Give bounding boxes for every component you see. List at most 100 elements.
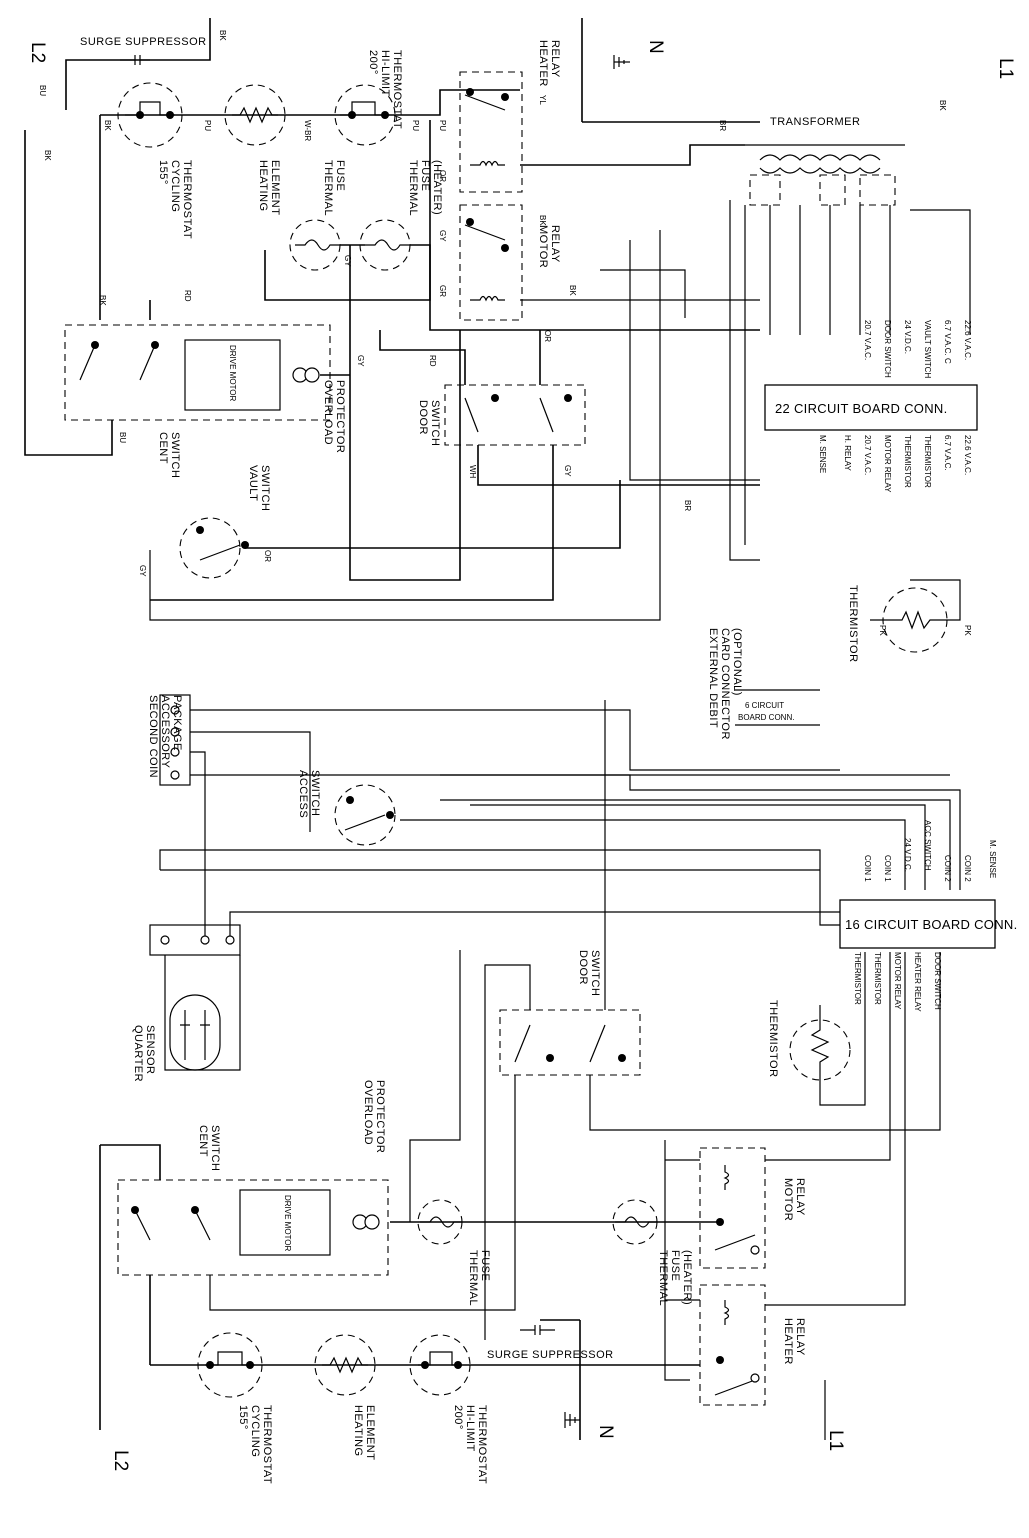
svg-text:THERMISTOR: THERMISTOR bbox=[767, 1000, 779, 1078]
top-thermistor-label: THERMISTOR bbox=[847, 585, 859, 663]
svg-text:BK: BK bbox=[568, 285, 577, 296]
top-hi-limit-thermostat bbox=[334, 84, 396, 146]
top-transformer: TRANSFORMER bbox=[745, 116, 905, 206]
top-motor-relay bbox=[459, 204, 523, 321]
svg-text:PK: PK bbox=[963, 625, 972, 636]
bottom-ground-symbol bbox=[564, 1412, 580, 1428]
svg-text:BR: BR bbox=[718, 120, 727, 131]
top-transformer-label: TRANSFORMER bbox=[770, 116, 860, 128]
bottom-overload-protector: OVERLOAD PROTECTOR bbox=[352, 1080, 386, 1230]
svg-text:(OPTIONAL): (OPTIONAL) bbox=[731, 628, 743, 696]
top-l2-label: L2 bbox=[27, 42, 48, 63]
svg-text:CYCLING: CYCLING bbox=[249, 1405, 261, 1457]
svg-text:COIN 2: COIN 2 bbox=[943, 855, 952, 882]
bottom-access-switch: ACCESS SWITCH bbox=[297, 770, 396, 846]
top-thermal-fuse-heater bbox=[359, 219, 411, 271]
top-heater-circuit bbox=[100, 89, 520, 116]
top-vault-label-1: VAULT bbox=[247, 465, 259, 501]
bottom-board-wiring-left bbox=[159, 849, 840, 940]
top-ground-symbol bbox=[613, 55, 630, 69]
top-cent-switch: CENT SWITCH bbox=[64, 324, 331, 478]
svg-text:MOTOR: MOTOR bbox=[537, 225, 549, 268]
top-relay-bus bbox=[429, 120, 760, 331]
svg-text:FUSE: FUSE bbox=[334, 160, 346, 191]
top-door-label-1: DOOR bbox=[417, 400, 429, 435]
bottom-l2-wire bbox=[99, 1144, 161, 1430]
svg-text:PROTECTOR: PROTECTOR bbox=[374, 1080, 386, 1153]
svg-text:THERMOSTAT: THERMOSTAT bbox=[476, 1405, 488, 1484]
svg-text:HEATING: HEATING bbox=[352, 1405, 364, 1457]
bottom-thermal-fuse: THERMAL FUSE bbox=[417, 1199, 491, 1306]
svg-text:155°: 155° bbox=[157, 160, 169, 185]
svg-text:FUSE: FUSE bbox=[669, 1250, 681, 1281]
top-hi-limit-label: 200° HI-LIMIT THERMOSTAT bbox=[367, 50, 403, 129]
svg-text:THERMOSTAT: THERMOSTAT bbox=[181, 160, 193, 239]
top-overload-protector: OVERLOAD PROTECTOR bbox=[292, 367, 346, 453]
bottom-heating-element: HEATING ELEMENT bbox=[314, 1334, 376, 1460]
top-overload-label-2: PROTECTOR bbox=[334, 380, 346, 453]
top-pin-b2: THERMISTOR bbox=[923, 435, 932, 488]
svg-text:SURGE SUPPRESSOR: SURGE SUPPRESSOR bbox=[487, 1349, 614, 1361]
svg-text:BR: BR bbox=[683, 500, 692, 511]
top-heater-relay-label: HEATER RELAY bbox=[537, 40, 561, 87]
svg-text:COIN 1: COIN 1 bbox=[883, 855, 892, 882]
svg-text:ACCESSORY: ACCESSORY bbox=[159, 695, 171, 769]
svg-text:DRIVE MOTOR: DRIVE MOTOR bbox=[283, 1195, 292, 1252]
top-board-pins-top: 22.6 V.A.C. 6.7 V.A.C. C VAULT SWITCH 24… bbox=[863, 320, 972, 378]
bottom-cycling-thermostat: 155° CYCLING THERMOSTAT bbox=[197, 1332, 273, 1484]
top-thermistor: THERMISTOR bbox=[847, 579, 961, 663]
svg-text:SWITCH: SWITCH bbox=[309, 770, 321, 816]
bottom-six-circuit-l2: BOARD CONN. bbox=[738, 713, 794, 722]
top-schematic: L2 L1 N SURGE SUPPRESSOR bbox=[24, 18, 1016, 663]
bottom-door-wiring bbox=[209, 700, 941, 1340]
svg-text:BK: BK bbox=[98, 295, 107, 306]
svg-text:MOTOR: MOTOR bbox=[782, 1178, 794, 1221]
svg-text:GY: GY bbox=[356, 355, 365, 367]
svg-text:RD: RD bbox=[428, 355, 437, 367]
svg-text:DOOR SWITCH: DOOR SWITCH bbox=[933, 952, 942, 1010]
svg-text:200°: 200° bbox=[452, 1405, 464, 1430]
svg-text:155°: 155° bbox=[237, 1405, 249, 1430]
svg-text:COIN 1: COIN 1 bbox=[863, 855, 872, 882]
bottom-heater-relay: HEATER RELAY bbox=[699, 1284, 806, 1406]
bottom-gy-wire bbox=[409, 950, 461, 1222]
svg-text:THERMAL: THERMAL bbox=[407, 160, 419, 216]
top-cent-label-1: CENT bbox=[157, 432, 169, 464]
svg-text:CENT: CENT bbox=[197, 1125, 209, 1157]
svg-text:OVERLOAD: OVERLOAD bbox=[362, 1080, 374, 1145]
svg-text:YL: YL bbox=[538, 95, 547, 105]
bottom-neutral-label: N bbox=[595, 1425, 616, 1439]
svg-text:SENSOR: SENSOR bbox=[144, 1025, 156, 1074]
svg-text:24 V.D.C.: 24 V.D.C. bbox=[903, 838, 912, 872]
svg-text:QUARTER: QUARTER bbox=[132, 1025, 144, 1082]
top-l2-return bbox=[24, 130, 113, 456]
svg-text:THERMOSTAT: THERMOSTAT bbox=[391, 50, 403, 129]
top-pin-t5: 20.7 V.A.C. bbox=[863, 320, 872, 360]
bottom-coin-wiring bbox=[190, 709, 961, 940]
top-motor-label: DRIVE MOTOR bbox=[228, 345, 237, 402]
top-cycling-thermostat-label: 155° CYCLING THERMOSTAT bbox=[157, 160, 193, 239]
top-pin-b6: H. RELAY bbox=[843, 435, 852, 472]
bottom-l1-label: L1 bbox=[825, 1430, 846, 1451]
top-pin-b7: M. SENSE bbox=[818, 435, 827, 473]
bottom-drive-motor: DRIVE MOTOR bbox=[239, 1189, 331, 1256]
svg-text:HEATER: HEATER bbox=[782, 1318, 794, 1365]
top-board-pins-bottom: 22.6 V.A.C. 6.7 V.A.C. THERMISTOR THERMI… bbox=[818, 435, 972, 493]
bottom-harness-top bbox=[400, 774, 951, 890]
top-wire-tags: BK BU BK BK BK PU W-BR PU PU YL OR GY GR… bbox=[38, 30, 972, 636]
svg-text:GR: GR bbox=[438, 285, 447, 297]
top-heating-element-label: HEATING ELEMENT bbox=[257, 160, 281, 215]
top-surge-label: SURGE SUPPRESSOR bbox=[80, 36, 207, 48]
svg-text:BU: BU bbox=[118, 432, 127, 443]
svg-text:OR: OR bbox=[543, 330, 552, 342]
top-motor-wiring bbox=[149, 245, 461, 581]
svg-text:SECOND COIN: SECOND COIN bbox=[147, 695, 159, 778]
top-pin-b5: 20.7 V.A.C. bbox=[863, 435, 872, 475]
svg-text:GY: GY bbox=[138, 565, 147, 577]
svg-text:FUSE: FUSE bbox=[479, 1250, 491, 1281]
svg-text:FUSE: FUSE bbox=[419, 160, 431, 191]
svg-text:BK: BK bbox=[218, 30, 227, 41]
svg-text:SWITCH: SWITCH bbox=[589, 950, 601, 996]
svg-text:HI-LIMIT: HI-LIMIT bbox=[379, 50, 391, 97]
